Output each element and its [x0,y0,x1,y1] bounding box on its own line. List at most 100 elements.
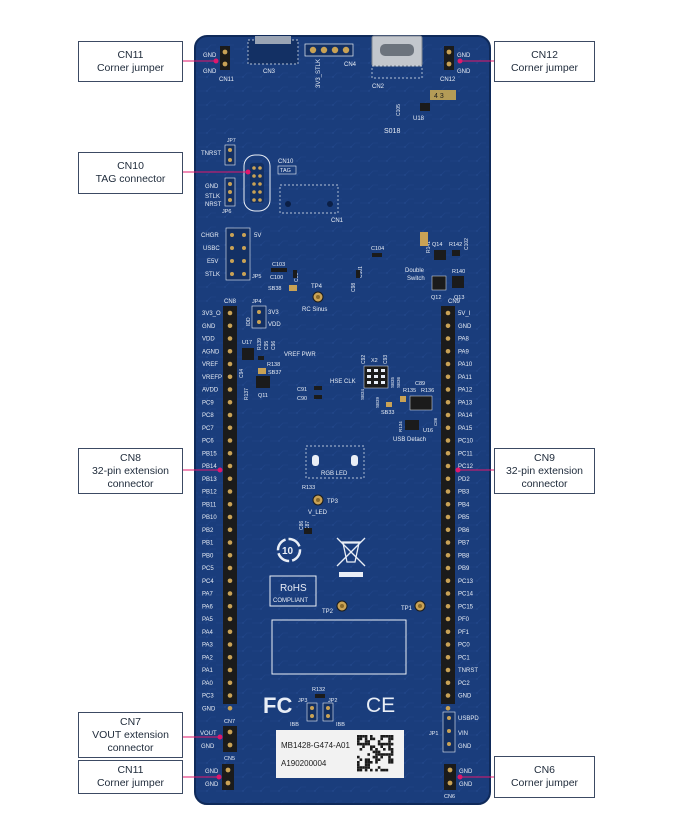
qr-module [357,735,360,738]
jp5-pad [230,272,234,276]
qr-module [359,735,363,738]
silk-cn12-gnd2: GND [457,69,471,75]
silk-u18: U18 [413,116,425,122]
cn8-pin-label: PB11 [202,502,217,508]
cn9-pin-labels: 5V_IGNDPA8PA9PA10PA11PA12PA13PA14PA15PC1… [458,311,478,700]
cn12-jumper [444,46,454,70]
cn9-pin [445,489,451,494]
silk-cn6-gnd2: GND [459,782,473,788]
qr-module [357,761,360,764]
qr-module [372,737,376,741]
silk-rc-sinus: RC Sinus [302,307,327,313]
silk-jp4-vdd: VDD [268,322,281,328]
qr-module [372,750,376,754]
cn9-pin [445,361,451,367]
cn8-pin [227,501,233,507]
callout-cn12-desc: Corner jumper [510,61,579,74]
cn10-pad [252,198,256,202]
cn8-pin [227,667,233,673]
cn9-pin-label: GND [458,694,472,700]
silk-u16: U16 [423,428,433,434]
qr-module [388,748,391,751]
silk-c91: C91 [297,387,307,393]
cn9-pin [445,438,451,443]
cn9-pin-label: PA12 [458,388,473,394]
cn8-pin [227,310,233,316]
cn9-pin-label: PB6 [458,528,470,534]
label-serial: A190200004 [281,759,327,768]
callout-cn8: CN8 32-pin extension connector [78,448,183,494]
silk-c90: C90 [297,396,307,402]
cn9-pin [445,540,451,545]
jp5-pad [230,259,234,263]
cn8-pin [227,425,233,431]
cn8-pin-label: PA1 [202,668,214,674]
qr-module [370,737,373,741]
qr-module [390,753,394,756]
cn2-usb-c-connector [371,35,423,79]
qr-module [372,745,376,748]
cn9-pin [445,514,451,520]
qr-module [367,766,370,769]
qr-module [377,753,381,756]
hse-pad [374,381,378,384]
cn8-pin [227,552,233,558]
hse-pad [374,369,378,372]
cn10-pads [252,166,262,202]
cn8-pin-label: PB10 [202,515,217,521]
tp4-testpoint [312,291,324,303]
qr-module [364,737,368,741]
qr-module [385,753,389,756]
cn10-pad [258,182,262,186]
silk-3v3-stlk: 3V3_STLK [316,59,322,88]
cn9-pins [445,310,451,711]
cn9-pin [445,693,451,698]
silk-r139: R139 [257,338,263,350]
cn9-pin [445,501,451,507]
silk-ce: CE [366,694,395,717]
cn9-pin [445,667,451,673]
cn9-pin [445,565,451,571]
jp5-pads [230,233,246,276]
cn8-pin [227,603,233,609]
cn8-pin-labels: 3V3_OGNDVDDAGNDVREFVREFPAVDDPC9PC8PC7PC6… [202,311,222,712]
silk-e5v: E5V [207,259,218,265]
silk-sb33: SB33 [381,410,394,416]
cn8-pin [227,399,233,405]
cn9-pin-label: PC2 [458,681,470,687]
qr-module [364,766,368,769]
qr-module [390,750,394,754]
cn8-pin [227,629,233,635]
silk-cn6: CN6 [444,794,455,800]
qr-module [380,735,383,738]
recycle-10-logo [276,537,302,563]
silk-fc: FC [263,693,292,718]
jp5-pad [242,246,246,250]
qr-module [390,748,394,751]
cn9-pin-label: PA9 [458,349,470,355]
qr-module [388,740,391,743]
cn8-pin-label: VREFP [202,375,222,381]
cn8-pin-label: PA2 [202,655,214,661]
silk-c103: C103 [272,262,285,268]
callout-cn12: CN12 Corner jumper [494,41,595,82]
silk-q11: Q11 [258,393,268,399]
qr-module [359,768,363,772]
cn9-pin [445,387,451,392]
qr-module [370,735,373,738]
qr-module [383,742,386,746]
cn8-pin [227,323,233,329]
cn10-pad [252,174,256,178]
silk-jp4-3v3: 3V3 [268,310,279,316]
qr-module [375,753,378,756]
qr-module [380,745,383,748]
silk-sb34: SB34 [360,388,365,400]
cn8-pin-label: GND [202,706,216,712]
qr-module [377,750,381,754]
qr-module [370,768,373,772]
cn9-pin [445,336,451,341]
cn8-pin [227,336,233,341]
qr-module [367,753,370,756]
silk-double: Double [405,268,425,274]
cn9-pin [445,348,451,354]
